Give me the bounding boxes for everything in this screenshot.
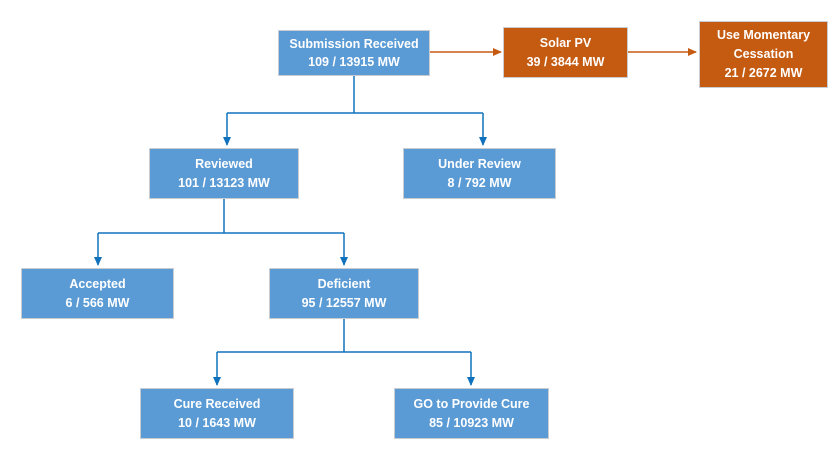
node-value: 95 / 12557 MW: [301, 295, 387, 310]
node-title: Reviewed: [195, 157, 253, 172]
node-title: Submission Received: [289, 36, 419, 51]
node-title: Solar PV: [539, 36, 592, 51]
node-title: Cure Received: [173, 397, 261, 412]
node-value: 8 / 792 MW: [447, 175, 512, 190]
node-submission-received: Submission Received 109 / 13915 MW: [278, 30, 430, 76]
node-value: 6 / 566 MW: [65, 295, 130, 310]
node-value: 39 / 3844 MW: [526, 54, 605, 69]
node-title: GO to Provide Cure: [413, 397, 530, 412]
node-title: Under Review: [438, 157, 521, 172]
node-go-to-provide-cure: GO to Provide Cure 85 / 10923 MW: [394, 388, 549, 439]
node-value: 85 / 10923 MW: [429, 415, 514, 430]
node-accepted: Accepted 6 / 566 MW: [21, 268, 174, 319]
node-reviewed: Reviewed 101 / 13123 MW: [149, 148, 299, 199]
node-under-review: Under Review 8 / 792 MW: [403, 148, 556, 199]
node-value: 10 / 1643 MW: [178, 415, 256, 430]
node-title: Deficient: [317, 277, 371, 292]
node-use-momentary-cessation: Use Momentary Cessation 21 / 2672 MW: [699, 21, 828, 88]
node-cure-received: Cure Received 10 / 1643 MW: [140, 388, 294, 439]
node-solar-pv: Solar PV 39 / 3844 MW: [503, 27, 628, 78]
node-value: 101 / 13123 MW: [178, 175, 270, 190]
node-deficient: Deficient 95 / 12557 MW: [269, 268, 419, 319]
node-value: 109 / 13915 MW: [308, 55, 400, 69]
node-title: Accepted: [69, 277, 126, 292]
node-value: 21 / 2672 MW: [724, 65, 803, 80]
node-title: Use Momentary Cessation: [716, 28, 811, 62]
